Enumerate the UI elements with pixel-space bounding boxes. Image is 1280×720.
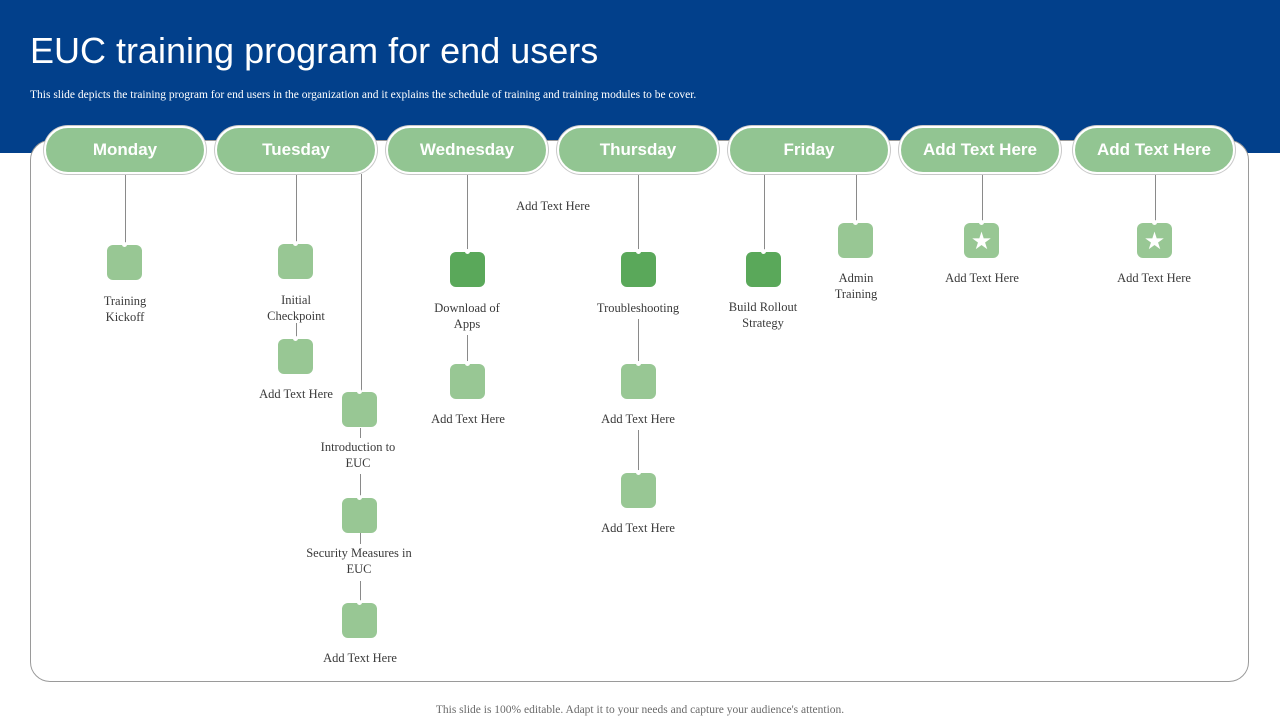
- connector-line: [296, 323, 297, 339]
- day-monday: Monday: [44, 126, 206, 174]
- task-label: Add Text Here: [1117, 271, 1191, 285]
- day-tuesday: Tuesday: [215, 126, 377, 174]
- task-node: [342, 600, 377, 638]
- connector-line: [638, 430, 639, 473]
- connector-dot: [636, 361, 641, 366]
- connector-line: [360, 474, 361, 498]
- star-icon: ★: [1143, 226, 1166, 255]
- connector-dot: [465, 361, 470, 366]
- task-node: [450, 361, 485, 399]
- connector-line: [361, 174, 362, 392]
- schedule-frame: [30, 140, 1249, 682]
- task-label: Add Text Here: [601, 412, 675, 426]
- connector-dot: [357, 600, 362, 605]
- page-subtitle: This slide depicts the training program …: [30, 89, 697, 101]
- day-placeholder-7: Add Text Here: [1073, 126, 1235, 174]
- connector-line: [125, 174, 126, 245]
- connector-line: [982, 174, 983, 223]
- day-friday: Friday: [728, 126, 890, 174]
- connector-dot: [1152, 220, 1157, 225]
- day-placeholder-6: Add Text Here: [899, 126, 1061, 174]
- connector-line: [638, 174, 639, 252]
- connector-dot: [636, 249, 641, 254]
- task-label: Admin Training: [834, 271, 878, 301]
- task-label: Add Text Here: [601, 521, 675, 535]
- connector-line: [467, 174, 468, 252]
- task-label: Download of Apps: [434, 301, 500, 331]
- task-node: [621, 249, 656, 287]
- connector-line: [360, 581, 361, 603]
- connector-dot: [761, 249, 766, 254]
- task-node: [838, 220, 873, 258]
- task-label: Training Kickoff: [103, 294, 147, 324]
- task-label: Troubleshooting: [596, 301, 680, 315]
- connector-line: [360, 533, 361, 544]
- task-node: [450, 249, 485, 287]
- task-node: [621, 361, 656, 399]
- task-label: Add Text Here: [431, 412, 505, 426]
- connector-line: [638, 319, 639, 364]
- connector-dot: [293, 241, 298, 246]
- task-label: Add Text Here: [259, 387, 333, 401]
- footer-note: This slide is 100% editable. Adapt it to…: [435, 704, 845, 716]
- connector-dot: [357, 495, 362, 500]
- task-node: [746, 249, 781, 287]
- star-icon: ★: [970, 226, 993, 255]
- day-thursday: Thursday: [557, 126, 719, 174]
- task-node: [278, 241, 313, 279]
- task-node: [342, 495, 377, 533]
- task-label: Add Text Here: [323, 651, 397, 665]
- task-note: Add Text Here: [516, 199, 590, 213]
- connector-line: [856, 174, 857, 223]
- task-node: ★: [1137, 220, 1172, 258]
- connector-line: [360, 428, 361, 438]
- page-title: EUC training program for end users: [30, 30, 599, 71]
- connector-line: [1155, 174, 1156, 223]
- connector-dot: [979, 220, 984, 225]
- connector-line: [296, 174, 297, 244]
- task-label: Introduction to EUC: [320, 440, 396, 470]
- task-label: Security Measures in EUC: [306, 546, 412, 576]
- connector-dot: [465, 249, 470, 254]
- task-label: Initial Checkpoint: [267, 293, 325, 323]
- task-node: ★: [964, 220, 999, 258]
- day-wednesday: Wednesday: [386, 126, 548, 174]
- task-node: [107, 242, 142, 280]
- task-node: [342, 389, 377, 427]
- task-label: Build Rollout Strategy: [728, 300, 798, 330]
- connector-line: [764, 174, 765, 252]
- connector-line: [467, 335, 468, 364]
- connector-dot: [357, 389, 362, 394]
- connector-dot: [853, 220, 858, 225]
- connector-dot: [293, 336, 298, 341]
- task-node: [621, 470, 656, 508]
- connector-dot: [122, 242, 127, 247]
- connector-dot: [636, 470, 641, 475]
- task-node: [278, 336, 313, 374]
- task-label: Add Text Here: [945, 271, 1019, 285]
